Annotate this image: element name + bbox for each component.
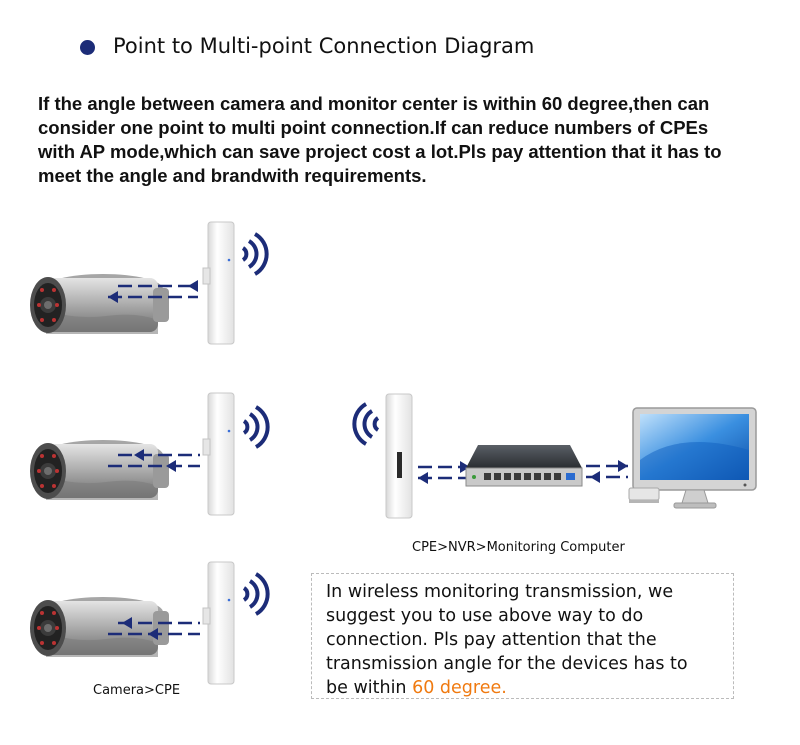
note-line: transmission angle for the devices has t… bbox=[326, 654, 688, 674]
camera-icon bbox=[30, 440, 169, 500]
link-arrows bbox=[586, 460, 628, 483]
cpe-icon bbox=[385, 393, 413, 519]
title-bullet bbox=[80, 40, 95, 55]
caption-right: CPE>NVR>Monitoring Computer bbox=[412, 540, 625, 555]
wifi-signal-icon bbox=[352, 402, 380, 446]
arrow-icon bbox=[618, 460, 628, 472]
cpe-icon bbox=[202, 221, 235, 345]
note-highlight: 60 degree. bbox=[412, 678, 507, 698]
link-arrows bbox=[108, 617, 200, 640]
intro-text: If the angle between camera and monitor … bbox=[38, 92, 783, 188]
camera-icon bbox=[30, 274, 169, 334]
arrow-icon bbox=[590, 471, 600, 483]
note-line: be within 60 degree. bbox=[326, 676, 723, 700]
camera-icon bbox=[30, 597, 169, 657]
note-text: be within bbox=[326, 678, 413, 698]
nvr-switch-icon bbox=[465, 445, 583, 487]
intro-line: consider one point to multi point connec… bbox=[38, 117, 709, 138]
caption-left: Camera>CPE bbox=[93, 683, 181, 698]
intro-line: with AP mode,which can save project cost… bbox=[38, 141, 722, 162]
intro-line: If the angle between camera and monitor … bbox=[38, 93, 710, 114]
note-box: In wireless monitoring transmission, we … bbox=[311, 573, 734, 699]
cpe-icon bbox=[202, 561, 235, 685]
monitor-icon bbox=[628, 407, 757, 509]
arrow-icon bbox=[188, 280, 198, 292]
link-arrows bbox=[418, 461, 470, 484]
wifi-signal-icon bbox=[242, 572, 270, 616]
intro-line: meet the angle and brandwith requirement… bbox=[38, 165, 427, 186]
link-arrows bbox=[108, 280, 198, 303]
link-arrows bbox=[108, 449, 200, 472]
note-line: In wireless monitoring transmission, we bbox=[326, 582, 674, 602]
cpe-icon bbox=[202, 392, 235, 516]
note-line: suggest you to use above way to do bbox=[326, 606, 644, 626]
arrow-icon bbox=[418, 472, 428, 484]
page-title: Point to Multi-point Connection Diagram bbox=[113, 34, 535, 58]
wifi-signal-icon bbox=[241, 232, 269, 276]
note-line: connection. Pls pay attention that the bbox=[326, 630, 657, 650]
wifi-signal-icon bbox=[242, 405, 270, 449]
